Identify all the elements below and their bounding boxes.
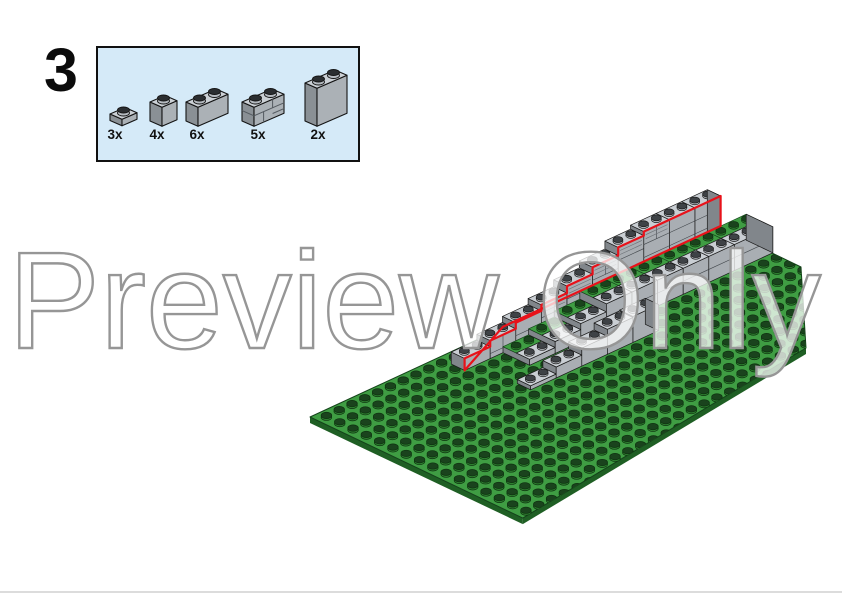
front-stairs (516, 297, 659, 391)
part-count-label: 6x (189, 127, 205, 142)
part-count-label: 4x (149, 127, 165, 142)
part-icon-brick-1x2x2 (304, 69, 348, 127)
part-count-label: 2x (310, 127, 326, 142)
terrace-wall (502, 213, 774, 366)
part-icon-brick-1x1 (149, 94, 178, 127)
part-icon-brick-1x2-masonry (241, 88, 285, 127)
part-count-label: 5x (250, 127, 266, 142)
part-count-label: 3x (107, 127, 123, 142)
part-icon-brick-1x2 (185, 88, 229, 127)
new-part-highlight (463, 194, 722, 372)
footer-divider (0, 591, 842, 593)
parts-icons (109, 69, 348, 127)
step-number: 3 (44, 36, 78, 104)
part-icon-plate-1x1 (109, 106, 138, 127)
